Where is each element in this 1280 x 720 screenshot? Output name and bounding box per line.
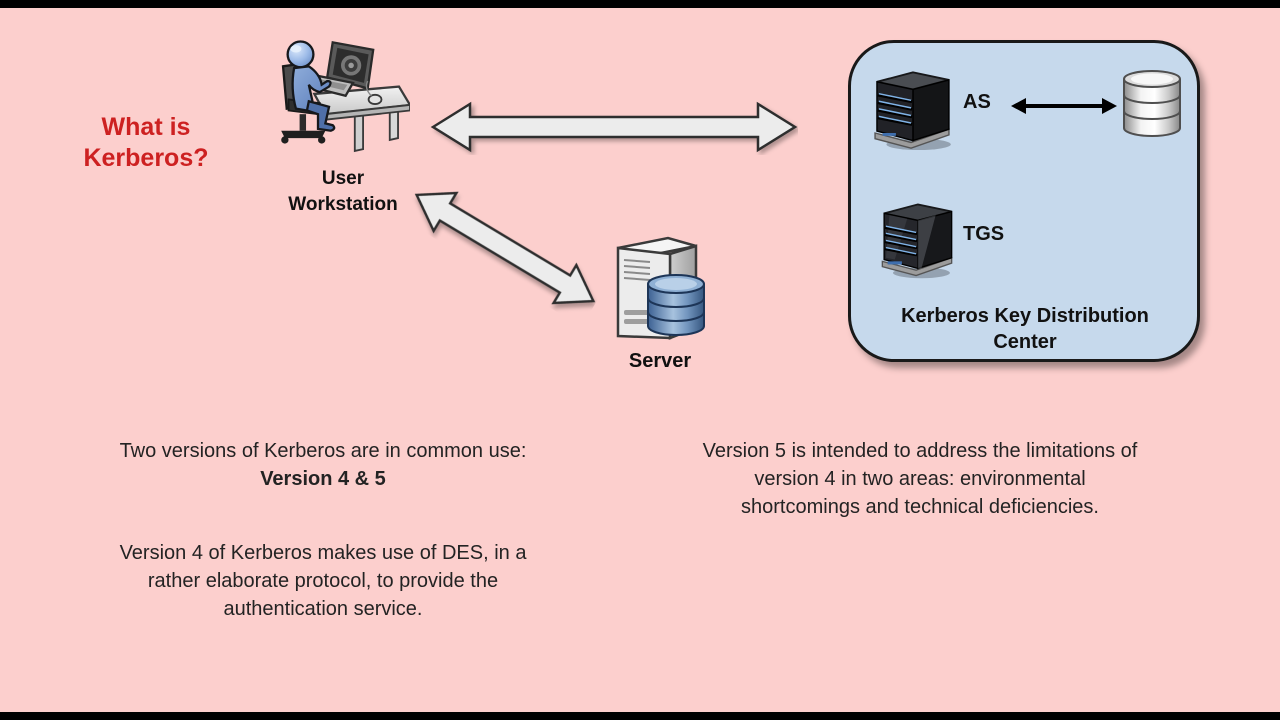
user-workstation-label-line1: User	[321, 168, 365, 189]
left-note-paragraph: Version 4 of Kerberos makes use of DES, …	[95, 539, 551, 623]
left-note-para-line3: authentication service.	[223, 598, 423, 620]
workstation-server-arrow-icon	[400, 169, 611, 326]
letterbox-bottom	[0, 712, 1280, 720]
letterbox-top	[0, 0, 1280, 8]
kdc-title-line1: Kerberos Key Distribution	[901, 305, 1149, 327]
page-title: What is Kerberos?	[40, 112, 252, 174]
left-note-line1: Two versions of Kerberos are in common u…	[119, 440, 527, 462]
right-note-line2: version 4 in two areas: environmental	[754, 468, 1086, 490]
kdc-title-line2: Center	[993, 331, 1057, 353]
kdc-title: Kerberos Key Distribution Center	[875, 303, 1175, 355]
as-server-icon	[869, 61, 955, 151]
left-note-line2: Version 4 & 5	[260, 468, 386, 490]
user-workstation-label-line2: Workstation	[288, 194, 398, 215]
right-note-line1: Version 5 is intended to address the lim…	[702, 440, 1138, 462]
kdc-box: AS	[848, 40, 1200, 362]
right-note-line3: shortcomings and technical deficiencies.	[741, 496, 1099, 518]
user-workstation-label: User Workstation	[258, 166, 428, 218]
as-database-arrow-icon	[1011, 95, 1117, 117]
left-note-para-line1: Version 4 of Kerberos makes use of DES, …	[119, 542, 527, 564]
server-label: Server	[628, 350, 692, 372]
right-note-paragraph: Version 5 is intended to address the lim…	[664, 437, 1176, 521]
page-title-line2: Kerberos?	[83, 144, 209, 172]
tgs-server-icon	[877, 189, 957, 283]
as-label: AS	[963, 91, 991, 113]
kdc-database-icon	[1121, 69, 1183, 139]
workstation-kdc-arrow-icon	[430, 99, 798, 155]
tgs-label: TGS	[963, 223, 1005, 245]
page-title-line1: What is	[101, 113, 191, 141]
left-note-para-line2: rather elaborate protocol, to provide th…	[147, 570, 499, 592]
server-tower-with-database-icon	[606, 232, 710, 348]
person-at-computer-icon	[272, 32, 410, 154]
left-note-intro: Two versions of Kerberos are in common u…	[95, 437, 551, 493]
